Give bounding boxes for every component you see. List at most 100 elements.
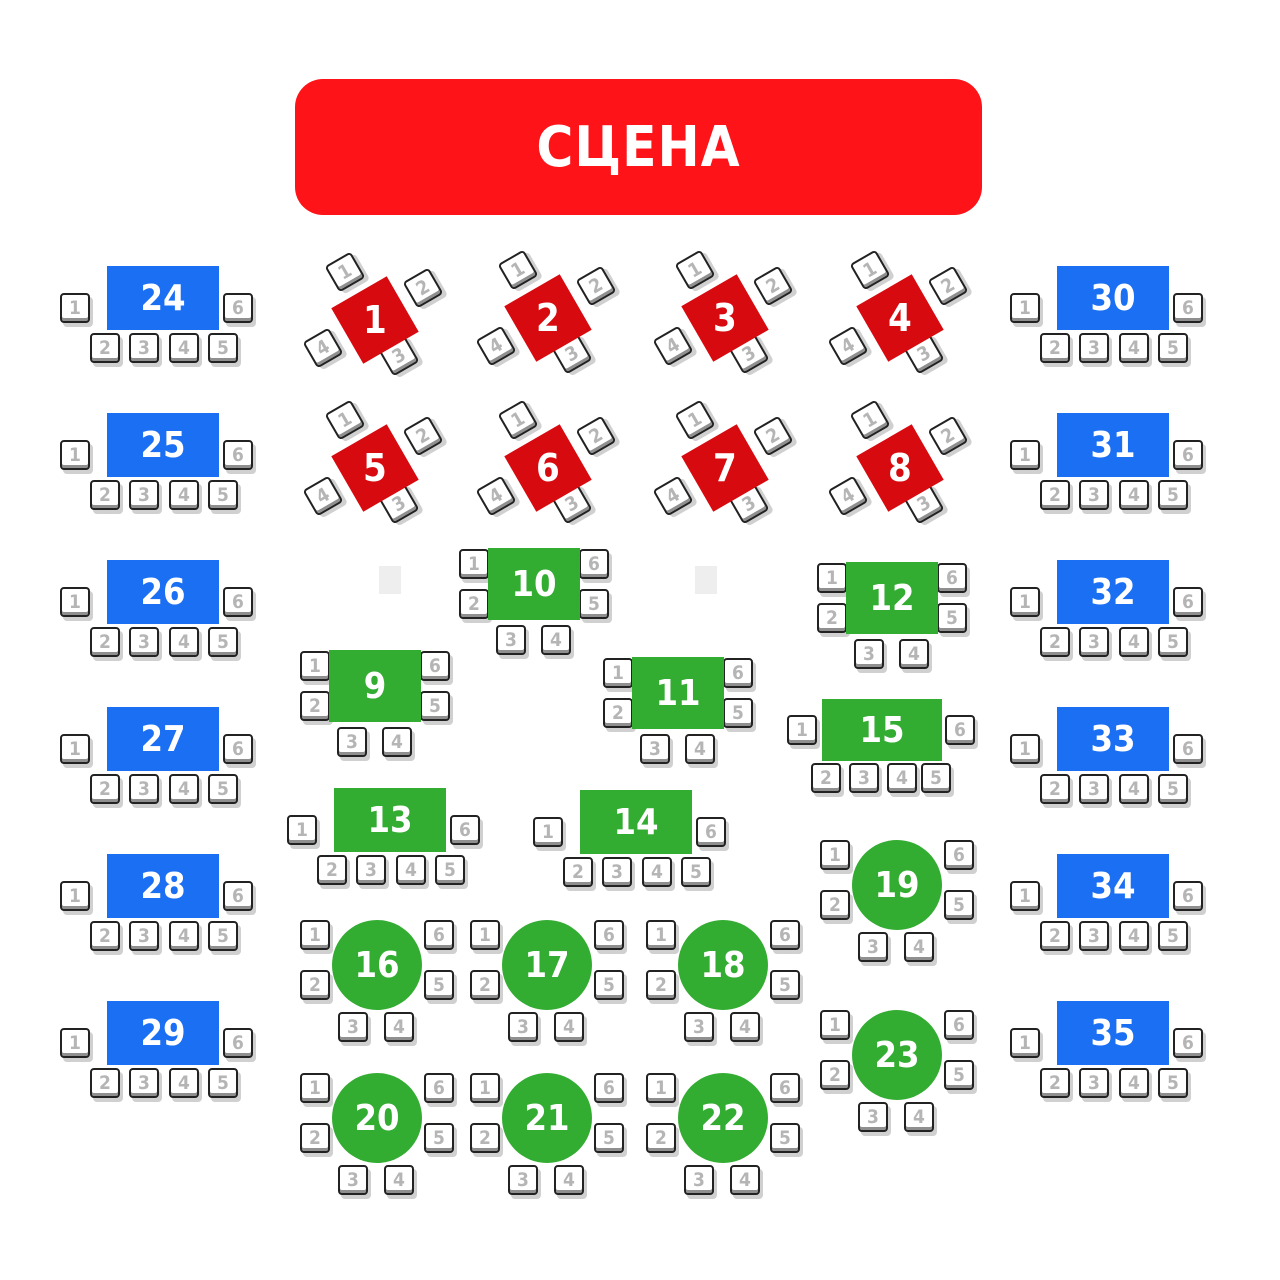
seat[interactable]: 1 xyxy=(674,249,716,291)
seat[interactable]: 2 xyxy=(317,855,347,885)
seat[interactable]: 3 xyxy=(129,627,159,657)
seat[interactable]: 1 xyxy=(849,249,891,291)
seat[interactable]: 1 xyxy=(820,840,850,870)
seat[interactable]: 4 xyxy=(1119,627,1149,657)
seat[interactable]: 2 xyxy=(603,698,633,728)
table-9[interactable]: 9 xyxy=(329,650,421,722)
seat[interactable]: 6 xyxy=(1173,881,1203,911)
seat[interactable]: 3 xyxy=(1079,774,1109,804)
seat[interactable]: 4 xyxy=(904,1102,934,1132)
seat[interactable]: 4 xyxy=(1119,1068,1149,1098)
seat[interactable]: 2 xyxy=(90,333,120,363)
seat[interactable]: 5 xyxy=(208,480,238,510)
seat[interactable]: 5 xyxy=(208,1068,238,1098)
seat[interactable]: 4 xyxy=(554,1012,584,1042)
seat[interactable]: 3 xyxy=(1079,333,1109,363)
seat[interactable]: 3 xyxy=(496,625,526,655)
seat[interactable]: 1 xyxy=(60,440,90,470)
seat[interactable]: 6 xyxy=(420,651,450,681)
seat[interactable]: 5 xyxy=(770,970,800,1000)
seat[interactable]: 4 xyxy=(475,325,517,367)
table-28[interactable]: 28 xyxy=(107,854,219,918)
seat[interactable]: 2 xyxy=(90,921,120,951)
seat[interactable]: 1 xyxy=(1010,734,1040,764)
seat[interactable]: 4 xyxy=(730,1165,760,1195)
table-32[interactable]: 32 xyxy=(1057,560,1169,624)
table-20[interactable]: 20 xyxy=(332,1073,422,1163)
seat[interactable]: 4 xyxy=(1119,774,1149,804)
seat[interactable]: 5 xyxy=(435,855,465,885)
seat[interactable]: 6 xyxy=(594,920,624,950)
seat[interactable]: 5 xyxy=(770,1123,800,1153)
table-14[interactable]: 14 xyxy=(580,790,692,854)
seat[interactable]: 3 xyxy=(1079,480,1109,510)
seat[interactable]: 6 xyxy=(424,1073,454,1103)
seat[interactable]: 1 xyxy=(60,1028,90,1058)
seat[interactable]: 1 xyxy=(817,563,847,593)
table-17[interactable]: 17 xyxy=(502,920,592,1010)
seat[interactable]: 4 xyxy=(169,1068,199,1098)
seat[interactable]: 6 xyxy=(223,293,253,323)
seat[interactable]: 6 xyxy=(937,563,967,593)
seat[interactable]: 1 xyxy=(1010,1028,1040,1058)
seat[interactable]: 1 xyxy=(603,658,633,688)
seat[interactable]: 6 xyxy=(945,715,975,745)
seat[interactable]: 3 xyxy=(858,1102,888,1132)
seat[interactable]: 3 xyxy=(338,1012,368,1042)
table-12[interactable]: 12 xyxy=(846,562,938,634)
table-26[interactable]: 26 xyxy=(107,560,219,624)
seat[interactable]: 3 xyxy=(849,763,879,793)
seat[interactable]: 2 xyxy=(300,691,330,721)
seat[interactable]: 5 xyxy=(208,774,238,804)
table-22[interactable]: 22 xyxy=(678,1073,768,1163)
seat[interactable]: 4 xyxy=(652,325,694,367)
seat[interactable]: 2 xyxy=(1040,480,1070,510)
seat[interactable]: 5 xyxy=(1158,774,1188,804)
seat[interactable]: 4 xyxy=(652,475,694,517)
seat[interactable]: 6 xyxy=(770,1073,800,1103)
table-30[interactable]: 30 xyxy=(1057,266,1169,330)
seat[interactable]: 1 xyxy=(459,549,489,579)
seat[interactable]: 2 xyxy=(575,265,617,307)
seat[interactable]: 1 xyxy=(60,293,90,323)
seat[interactable]: 6 xyxy=(944,840,974,870)
seat[interactable]: 5 xyxy=(420,691,450,721)
seat[interactable]: 5 xyxy=(424,1123,454,1153)
seat[interactable]: 2 xyxy=(300,970,330,1000)
seat[interactable]: 1 xyxy=(60,881,90,911)
seat[interactable]: 5 xyxy=(208,921,238,951)
seat[interactable]: 2 xyxy=(1040,921,1070,951)
seat[interactable]: 5 xyxy=(921,763,951,793)
seat[interactable]: 3 xyxy=(854,639,884,669)
seat[interactable]: 1 xyxy=(470,1073,500,1103)
seat[interactable]: 5 xyxy=(681,857,711,887)
seat[interactable]: 6 xyxy=(1173,734,1203,764)
seat[interactable]: 1 xyxy=(497,249,539,291)
seat[interactable]: 4 xyxy=(475,475,517,517)
seat[interactable]: 1 xyxy=(470,920,500,950)
seat[interactable]: 4 xyxy=(169,480,199,510)
seat[interactable]: 1 xyxy=(533,817,563,847)
table-16[interactable]: 16 xyxy=(332,920,422,1010)
seat[interactable]: 6 xyxy=(424,920,454,950)
seat[interactable]: 4 xyxy=(302,475,344,517)
seat[interactable]: 1 xyxy=(60,734,90,764)
seat[interactable]: 3 xyxy=(1079,627,1109,657)
table-10[interactable]: 10 xyxy=(488,548,580,620)
seat[interactable]: 3 xyxy=(602,857,632,887)
seat[interactable]: 4 xyxy=(384,1012,414,1042)
seat[interactable]: 3 xyxy=(356,855,386,885)
seat[interactable]: 2 xyxy=(927,265,969,307)
table-19[interactable]: 19 xyxy=(852,840,942,930)
seat[interactable]: 5 xyxy=(1158,921,1188,951)
seat[interactable]: 4 xyxy=(1119,333,1149,363)
seat[interactable]: 6 xyxy=(696,817,726,847)
seat[interactable]: 4 xyxy=(827,475,869,517)
seat[interactable]: 1 xyxy=(324,251,366,293)
seat[interactable]: 4 xyxy=(384,1165,414,1195)
table-24[interactable]: 24 xyxy=(107,266,219,330)
seat[interactable]: 5 xyxy=(1158,627,1188,657)
seat[interactable]: 4 xyxy=(302,327,344,369)
seat[interactable]: 4 xyxy=(554,1165,584,1195)
seat[interactable]: 1 xyxy=(820,1010,850,1040)
